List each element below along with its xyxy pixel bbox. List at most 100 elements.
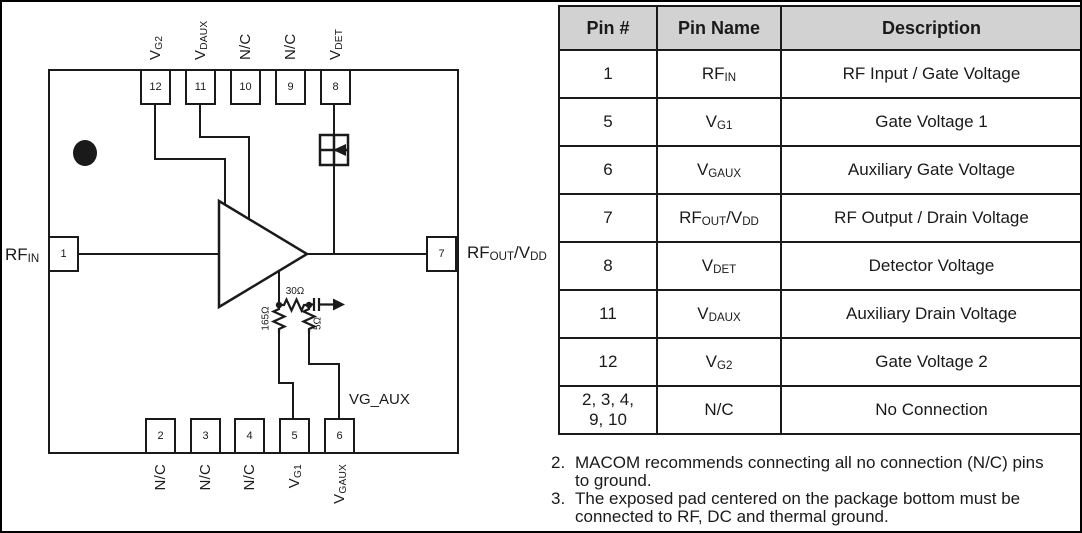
pin-label-rfin: RFIN bbox=[5, 245, 40, 266]
pin-number-cell: 5 bbox=[558, 97, 658, 147]
pin-number: 9 bbox=[287, 81, 294, 93]
pin-box-9: 9 bbox=[275, 69, 306, 105]
rf-in-wire bbox=[79, 253, 219, 255]
pin-number-cell: 11 bbox=[558, 289, 658, 339]
pin-name-cell: VDAUX bbox=[656, 289, 782, 339]
pin-number-cell: 2, 3, 4, 9, 10 bbox=[558, 385, 658, 435]
note-item: 2. MACOM recommends connecting all no co… bbox=[551, 453, 1080, 490]
vg1-wire-v1 bbox=[278, 332, 280, 384]
pin-label-nc-3: N/C bbox=[197, 464, 214, 491]
pin-label-rfout-vdd: RFOUT/VDD bbox=[467, 243, 547, 264]
pin-label-vg1: VG1 bbox=[286, 464, 304, 489]
pin-name-cell: RFIN bbox=[656, 49, 782, 99]
note-item: 3. The exposed pad centered on the packa… bbox=[551, 489, 1080, 526]
pin-number-cell: 12 bbox=[558, 337, 658, 387]
vgaux-wire-v1 bbox=[308, 332, 310, 365]
footnotes: 2. MACOM recommends connecting all no co… bbox=[551, 453, 1080, 526]
pin-name-cell: N/C bbox=[656, 385, 782, 435]
pin-description-table: Pin # Pin Name Description 1 RFIN RF Inp… bbox=[558, 5, 1080, 435]
vg2-wire-v2 bbox=[224, 158, 226, 206]
pin-number: 7 bbox=[438, 248, 445, 260]
pin-box-12: 12 bbox=[140, 69, 171, 105]
pin-number: 4 bbox=[246, 430, 253, 442]
pin-box-4: 4 bbox=[234, 418, 265, 454]
pin-number-cell: 8 bbox=[558, 241, 658, 291]
table-row: 12 VG2 Gate Voltage 2 bbox=[558, 337, 1080, 387]
pin-number: 3 bbox=[202, 430, 209, 442]
note-number: 2. bbox=[551, 453, 566, 472]
pin-number-cell: 6 bbox=[558, 145, 658, 195]
net-label-vg-aux: VG_AUX bbox=[349, 391, 410, 408]
vg1-wire-h bbox=[278, 382, 294, 384]
table-row: 6 VGAUX Auxiliary Gate Voltage bbox=[558, 145, 1080, 195]
table-row: 11 VDAUX Auxiliary Drain Voltage bbox=[558, 289, 1080, 339]
col-header-pin-number: Pin # bbox=[558, 5, 658, 51]
description-cell: RF Output / Drain Voltage bbox=[780, 193, 1080, 243]
pin-number-cell: 1 bbox=[558, 49, 658, 99]
vg2-wire-h bbox=[154, 158, 226, 160]
vdaux-wire-h bbox=[199, 136, 250, 138]
vg2-wire-v1 bbox=[154, 105, 156, 160]
description-cell: Auxiliary Drain Voltage bbox=[780, 289, 1080, 339]
table-row: 8 VDET Detector Voltage bbox=[558, 241, 1080, 291]
pin-box-8: 8 bbox=[320, 69, 351, 105]
pin-name-cell: VG2 bbox=[656, 337, 782, 387]
vg1-wire-v2 bbox=[292, 382, 294, 418]
pin-name-cell: RFOUT/VDD bbox=[656, 193, 782, 243]
amp-bias-wire bbox=[278, 271, 280, 305]
col-header-description: Description bbox=[780, 5, 1080, 51]
pin-number-line: 9, 10 bbox=[589, 410, 627, 429]
pin-number-line: 2, 3, 4, bbox=[582, 390, 634, 409]
note-number: 3. bbox=[551, 489, 566, 508]
pin-box-6: 6 bbox=[324, 418, 355, 454]
pin-label-nc-4: N/C bbox=[241, 464, 258, 491]
description-cell: Gate Voltage 1 bbox=[780, 97, 1080, 147]
table-header-row: Pin # Pin Name Description bbox=[558, 5, 1080, 51]
pin-number: 6 bbox=[336, 430, 343, 442]
description-cell: No Connection bbox=[780, 385, 1080, 435]
resistor-30ohm-label: 30Ω bbox=[285, 286, 305, 297]
pin-number: 12 bbox=[149, 81, 162, 93]
pin-name-cell: VDET bbox=[656, 241, 782, 291]
description-cell: Auxiliary Gate Voltage bbox=[780, 145, 1080, 195]
vdaux-wire-v1 bbox=[199, 105, 201, 138]
pin-name-cell: VGAUX bbox=[656, 145, 782, 195]
note-line: to ground. bbox=[575, 471, 652, 490]
pin-box-5: 5 bbox=[279, 418, 310, 454]
vdaux-wire-v2 bbox=[248, 136, 250, 221]
description-cell: Gate Voltage 2 bbox=[780, 337, 1080, 387]
pin-number: 11 bbox=[194, 81, 207, 93]
table-row: 2, 3, 4, 9, 10 N/C No Connection bbox=[558, 385, 1080, 435]
pin-label-vdet: VDET bbox=[327, 28, 345, 60]
pin-label-nc-10: N/C bbox=[237, 33, 254, 60]
pin-box-1: 1 bbox=[48, 236, 79, 272]
pin-box-3: 3 bbox=[190, 418, 221, 454]
pin-number: 5 bbox=[291, 430, 298, 442]
table-row: 5 VG1 Gate Voltage 1 bbox=[558, 97, 1080, 147]
table-row: 1 RFIN RF Input / Gate Voltage bbox=[558, 49, 1080, 99]
pin-number: 8 bbox=[332, 81, 339, 93]
note-line: connected to RF, DC and thermal ground. bbox=[575, 507, 889, 526]
pin-box-2: 2 bbox=[145, 418, 176, 454]
pin-name-cell: VG1 bbox=[656, 97, 782, 147]
description-cell: Detector Voltage bbox=[780, 241, 1080, 291]
pin-box-7: 7 bbox=[426, 236, 457, 272]
rf-out-wire bbox=[305, 253, 426, 255]
col-header-pin-name: Pin Name bbox=[656, 5, 782, 51]
pin-number: 10 bbox=[239, 81, 252, 93]
pin-box-11: 11 bbox=[185, 69, 216, 105]
vgaux-wire-v2 bbox=[338, 363, 340, 418]
vdet-wire bbox=[333, 105, 335, 255]
note-line: The exposed pad centered on the package … bbox=[575, 489, 1021, 508]
pin-label-vdaux: VDAUX bbox=[192, 20, 210, 60]
pin-label-vgaux: VGAUX bbox=[331, 464, 349, 504]
pin-number: 1 bbox=[60, 248, 67, 260]
resistor-165ohm-label: 165Ω bbox=[260, 306, 272, 331]
vgaux-wire-h bbox=[308, 363, 340, 365]
pin-label-vg2: VG2 bbox=[147, 35, 165, 60]
pin-number-cell: 7 bbox=[558, 193, 658, 243]
pin-number: 2 bbox=[157, 430, 164, 442]
note-line: MACOM recommends connecting all no conne… bbox=[575, 453, 1044, 472]
resistor-5ohm-label: 5Ω bbox=[312, 316, 324, 331]
